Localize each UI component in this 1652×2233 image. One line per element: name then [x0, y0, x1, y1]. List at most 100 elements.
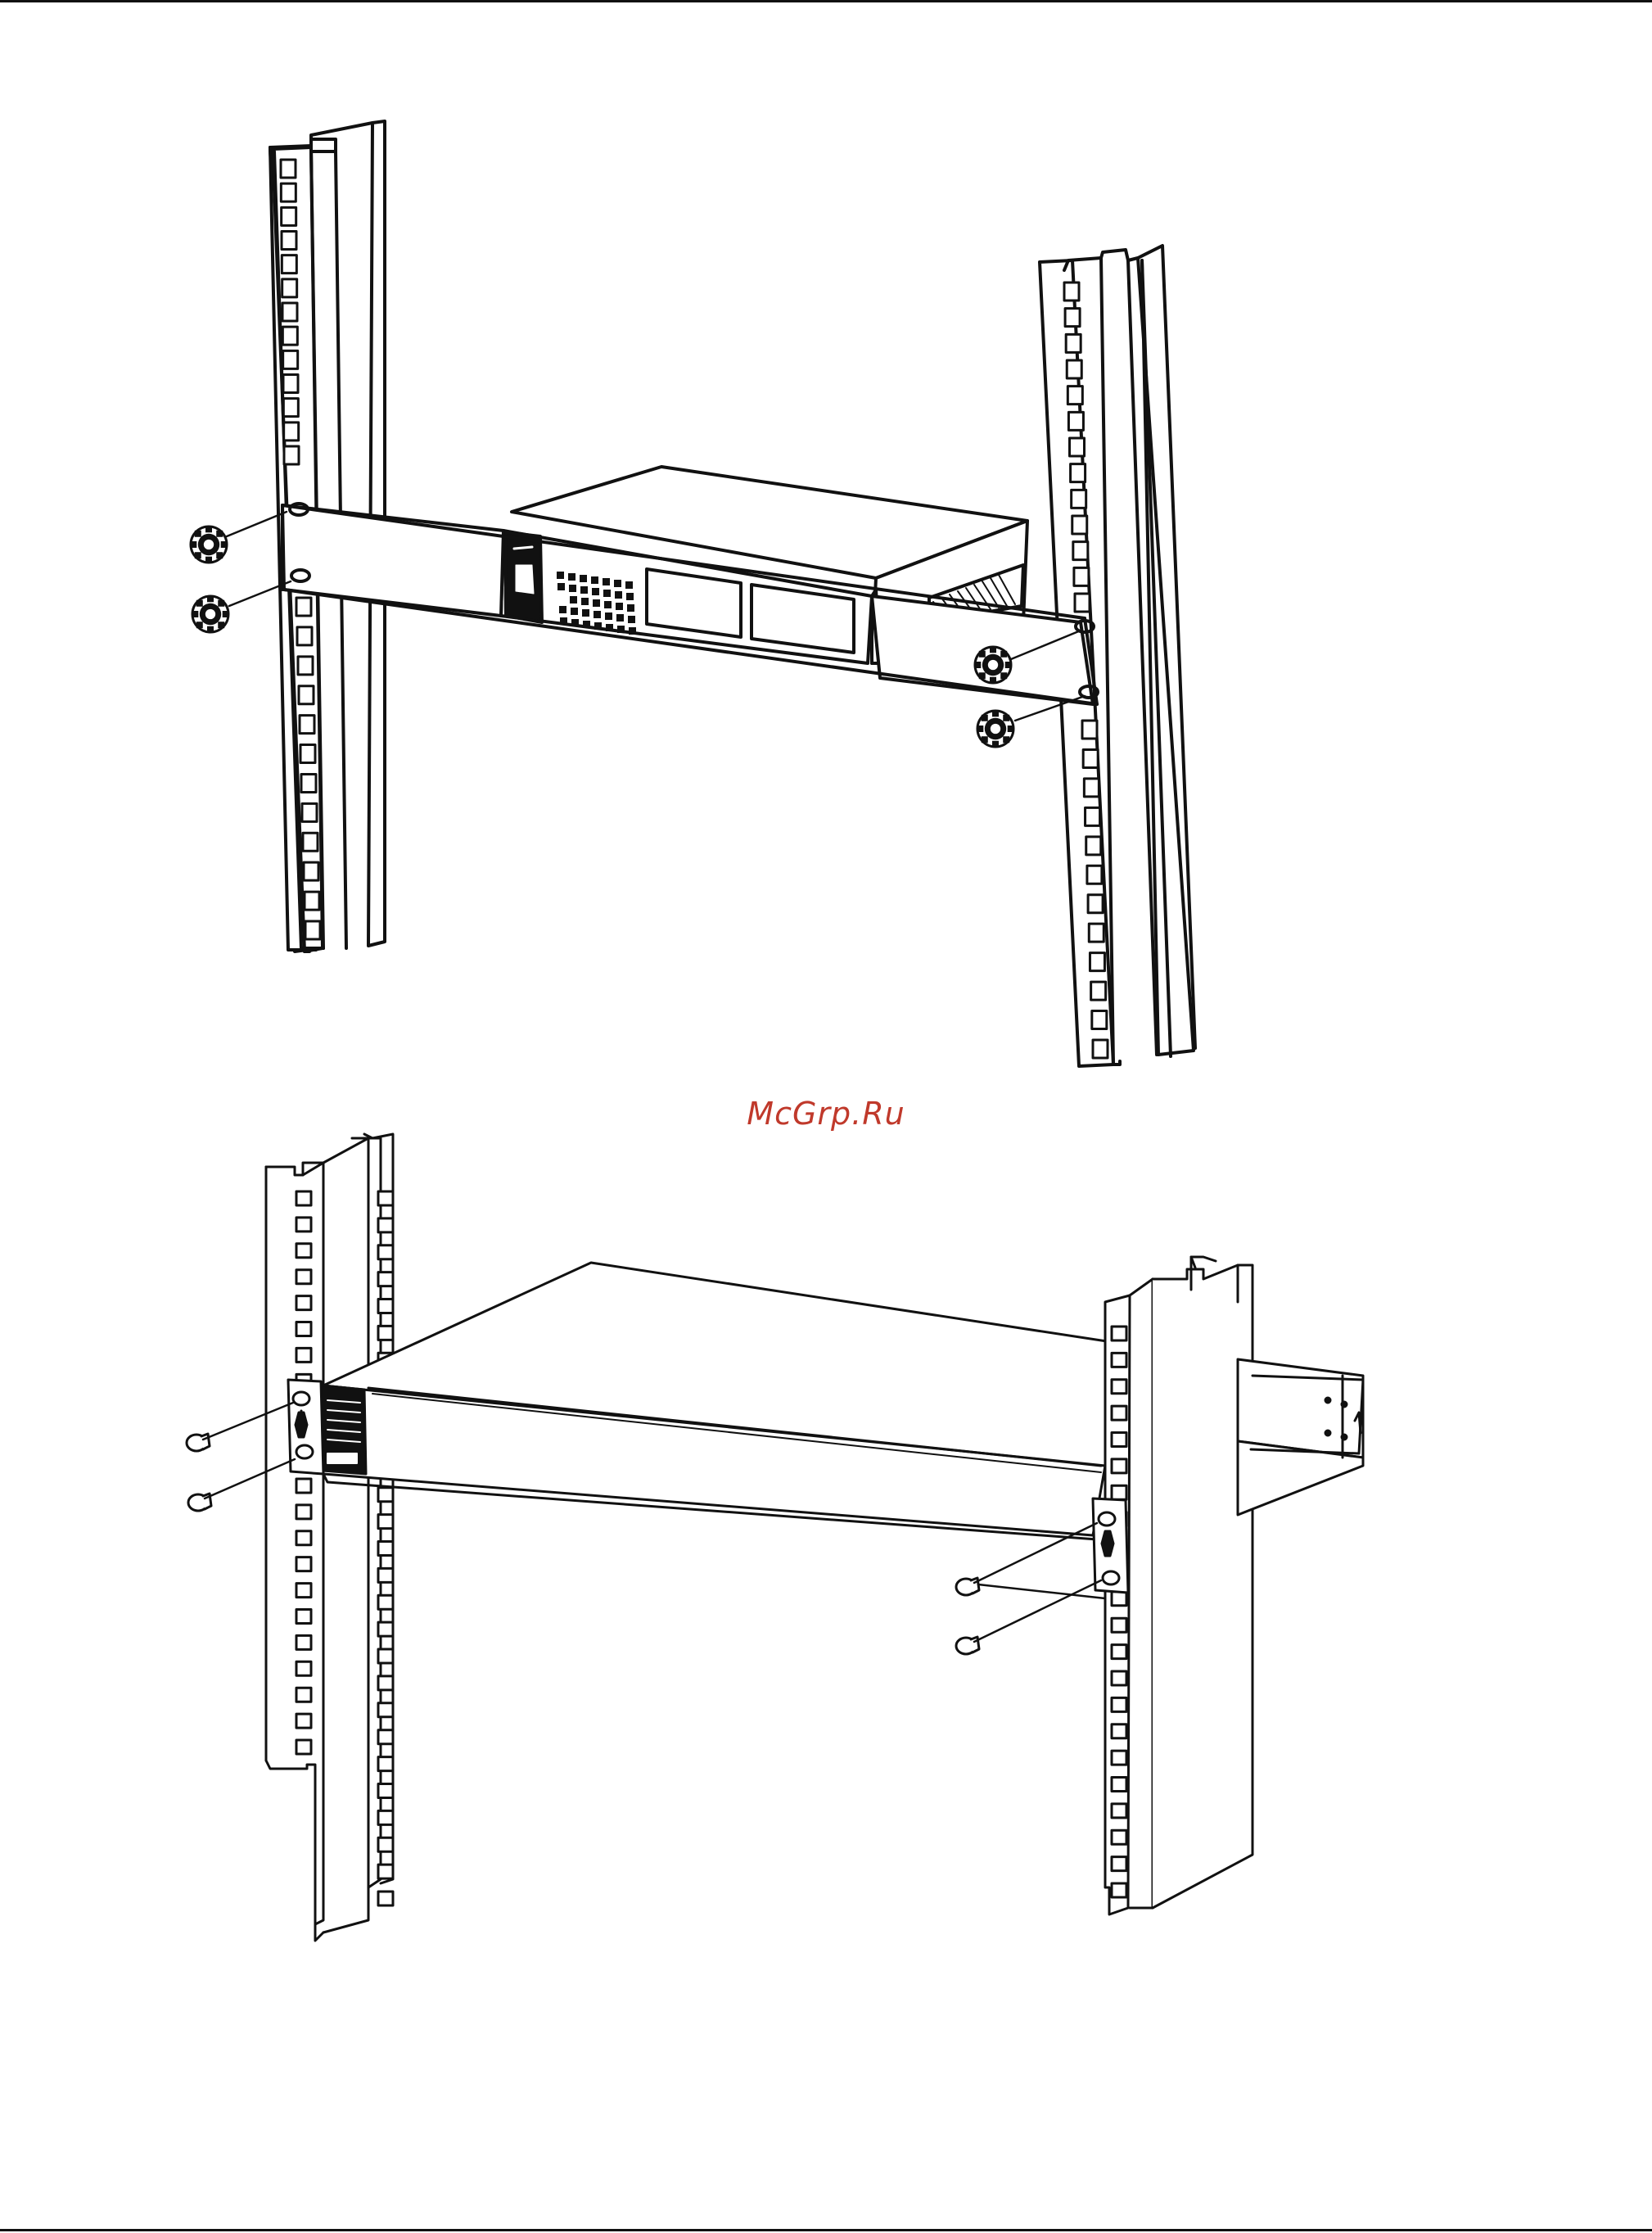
- rack-hole: [1112, 1618, 1126, 1632]
- keypad-button: [571, 608, 578, 615]
- keypad-button: [570, 596, 577, 603]
- keypad-button: [571, 619, 579, 626]
- rack-hole: [1112, 1380, 1126, 1394]
- rack-hole: [1112, 1804, 1126, 1818]
- rack-hole: [1067, 360, 1081, 378]
- rack-hole: [1065, 309, 1080, 327]
- rack-hole: [1112, 1777, 1126, 1791]
- left-post-holes-back: [378, 1191, 393, 1905]
- rack-hole: [378, 1300, 393, 1313]
- rack-hole: [1112, 1671, 1126, 1685]
- rack-hole: [1084, 779, 1099, 797]
- rack-hole: [378, 1326, 393, 1340]
- rack-hole: [296, 1740, 311, 1754]
- right-side-bracket: [1093, 1498, 1128, 1593]
- rack-hole: [284, 446, 299, 464]
- rack-hole: [297, 627, 312, 645]
- rack-hole: [302, 803, 317, 821]
- rack-hole: [378, 1837, 393, 1851]
- rack-hole: [296, 1714, 311, 1728]
- rack-hole: [282, 232, 296, 250]
- rack-hole: [378, 1595, 393, 1609]
- keypad-button: [626, 593, 634, 600]
- rack-hole: [1091, 982, 1106, 1000]
- screw-icon: [956, 1578, 979, 1595]
- rack-hole: [1112, 1433, 1126, 1447]
- rack-hole: [296, 1244, 311, 1258]
- rack-hole: [1112, 1857, 1126, 1871]
- keypad-button: [627, 604, 634, 612]
- rack-hole: [296, 1584, 311, 1598]
- rack-hole: [378, 1245, 393, 1259]
- rack-hole: [1074, 567, 1089, 585]
- rack-hole: [296, 1609, 311, 1623]
- screw-icon: [956, 1637, 979, 1654]
- rack-hole: [1086, 837, 1101, 855]
- screw-icon: [187, 1434, 210, 1451]
- figure-rack-mount-front: [0, 0, 1652, 1089]
- rack-hole: [1072, 490, 1086, 508]
- rack-hole: [296, 1218, 311, 1232]
- rack-hole: [283, 350, 298, 368]
- rack-hole: [378, 1757, 393, 1771]
- rack-hole: [301, 774, 316, 792]
- rack-hole: [378, 1649, 393, 1663]
- keypad-button: [628, 616, 635, 623]
- rack-hole: [378, 1892, 393, 1905]
- rack-hole: [282, 327, 297, 345]
- rack-hole: [282, 207, 296, 225]
- keypad-button: [616, 603, 623, 610]
- rack-hole: [1071, 464, 1086, 482]
- keypad-button: [615, 591, 622, 599]
- rack-hole: [282, 303, 297, 321]
- keypad-button: [560, 617, 567, 625]
- rack-hole: [378, 1218, 393, 1232]
- rack-hole: [378, 1622, 393, 1636]
- keypad-button: [557, 572, 564, 579]
- device-body-2: [321, 1263, 1117, 1539]
- rack-hole: [1090, 953, 1104, 971]
- keypad-button: [614, 580, 621, 587]
- keypad-button: [594, 611, 601, 618]
- rack-hole: [378, 1783, 393, 1797]
- rack-hole: [283, 375, 298, 393]
- rack-hole: [283, 399, 298, 417]
- rack-hole: [281, 160, 296, 178]
- keypad-button: [603, 578, 610, 585]
- rack-hole: [1082, 721, 1097, 739]
- rack-hole: [1112, 1830, 1126, 1844]
- rack-hole: [281, 183, 296, 201]
- keypad-button: [583, 621, 590, 628]
- rack-hole: [282, 279, 297, 297]
- rack-hole: [282, 255, 296, 273]
- rack-hole: [378, 1515, 393, 1529]
- rack-hole: [303, 833, 318, 851]
- rack-hole: [300, 745, 315, 763]
- rack-hole: [378, 1488, 393, 1502]
- rack-hole: [1112, 1406, 1126, 1420]
- rack-hole: [378, 1272, 393, 1286]
- right-rack-post-2: [1105, 1257, 1363, 1914]
- rack-hole: [305, 921, 320, 939]
- screw-icon: [974, 646, 1011, 683]
- figure-rack-mount-side: [0, 1089, 1652, 1990]
- keypad-button: [593, 599, 600, 607]
- rack-hole: [296, 1270, 311, 1284]
- rack-hole: [296, 1661, 311, 1675]
- rack-hole: [1089, 924, 1104, 942]
- rack-hole: [1067, 386, 1082, 405]
- rack-hole: [296, 1479, 311, 1493]
- rack-hole: [1072, 516, 1087, 534]
- rack-hole: [1088, 895, 1103, 913]
- screw-icon: [977, 710, 1013, 747]
- rack-hole: [1112, 1327, 1126, 1340]
- keypad-button: [569, 585, 576, 592]
- rack-hole: [304, 862, 318, 880]
- keypad-button: [594, 622, 602, 630]
- rack-hole: [1092, 1011, 1107, 1029]
- rack-hole: [296, 1191, 311, 1205]
- rack-hole: [1112, 1592, 1126, 1606]
- rack-hole: [378, 1676, 393, 1690]
- rack-hole: [1112, 1353, 1126, 1367]
- rack-hole: [1112, 1645, 1126, 1659]
